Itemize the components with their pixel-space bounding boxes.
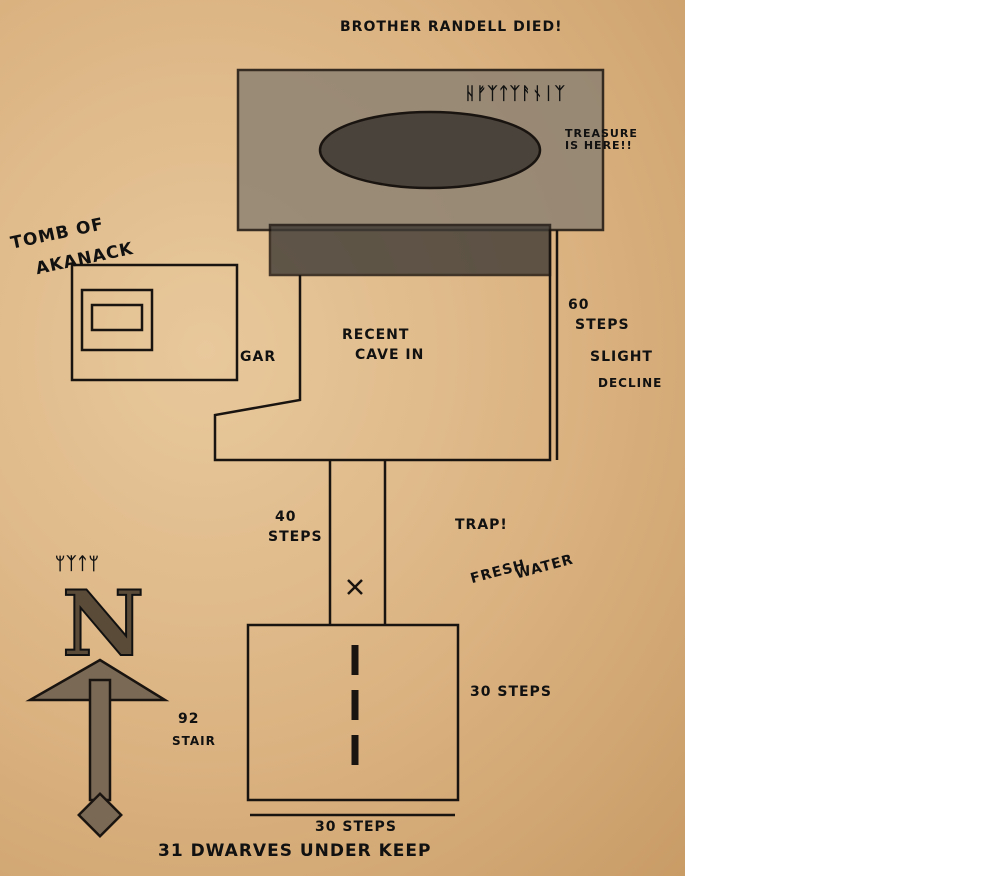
label-stair-line2: STAIR [172,734,216,748]
trap-mark [347,579,363,595]
label-sixty-steps-line2: STEPS [575,317,630,333]
sarcophagus-lid [90,303,144,332]
sarcophagus [80,288,154,352]
label-cave-in-line1: RECENT [342,327,410,343]
corridor [328,460,387,625]
dark-passage [268,223,552,277]
label-treasure: TREASURE IS HERE!! [565,127,638,153]
map-title: 31 DWARVES UNDER KEEP [158,841,432,861]
label-sixty-steps-line1: 60 [568,297,590,313]
label-forty-steps-line1: 40 [275,509,297,525]
dragon-drawing [318,110,542,190]
label-trap: TRAP! [455,517,508,533]
label-compass-runes: ᛘᛉᛏᛘ [55,554,100,574]
label-forty-steps-line2: STEPS [268,529,323,545]
label-thirty-steps-bottom: 30 STEPS [315,819,397,835]
entry-hall [246,623,460,802]
label-cave-in-line2: CAVE IN [355,347,425,363]
tomb-room [70,263,239,382]
cave-room [213,230,552,462]
label-decline-line2: DECLINE [598,376,663,390]
label-brother-randell: BROTHER RANDELL DIED! [340,19,563,35]
label-runes-top: ᚺᚠᛉᛏᛉᚨᚾᛁᛉ [465,84,566,104]
label-decline-line1: SLIGHT [590,349,653,365]
label-thirty-steps-right: 30 STEPS [470,684,552,700]
label-stair-line1: 92 [178,711,200,727]
compass-north-arrow [25,658,170,838]
map-drawing [25,68,605,838]
compass-letter-n: N [61,571,146,677]
label-gar: GAR [240,349,277,365]
